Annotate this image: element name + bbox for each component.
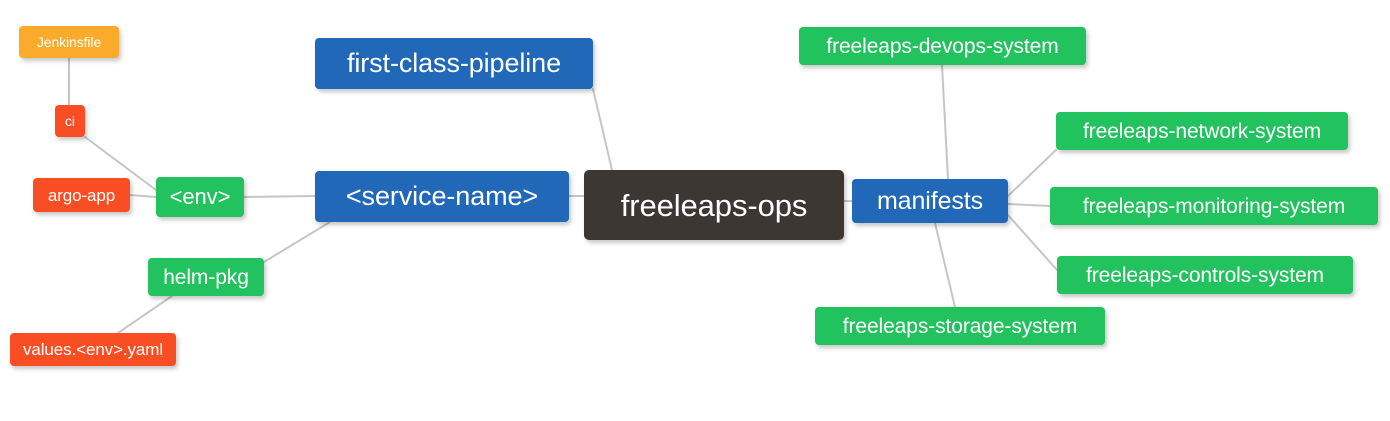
edge-manifests-to-freeleaps-controls-system <box>1007 214 1058 271</box>
node-freeleaps-network-system[interactable]: freeleaps-network-system <box>1056 112 1348 150</box>
edge-helm-pkg-to-values-yaml <box>117 295 173 334</box>
edge-env-to-argo-app <box>129 194 157 198</box>
node-manifests[interactable]: manifests <box>852 179 1008 223</box>
node-argo-app[interactable]: argo-app <box>33 178 130 212</box>
node-root[interactable]: freeleaps-ops <box>584 170 844 240</box>
edge-service-name-to-env <box>243 195 316 198</box>
node-jenkinsfile[interactable]: Jenkinsfile <box>19 26 119 58</box>
edge-manifests-to-freeleaps-network-system <box>1007 149 1057 197</box>
node-freeleaps-storage-system[interactable]: freeleaps-storage-system <box>815 307 1105 345</box>
node-env[interactable]: <env> <box>156 177 244 217</box>
node-freeleaps-controls-system[interactable]: freeleaps-controls-system <box>1057 256 1353 294</box>
edge-manifests-to-freeleaps-storage-system <box>934 222 956 308</box>
node-ci[interactable]: ci <box>55 105 85 137</box>
node-helm-pkg[interactable]: helm-pkg <box>148 258 264 296</box>
edge-root-to-first-class-pipeline <box>592 88 613 171</box>
node-freeleaps-monitoring-system[interactable]: freeleaps-monitoring-system <box>1050 187 1378 225</box>
edge-manifests-to-freeleaps-devops-system <box>941 64 949 180</box>
node-values-yaml[interactable]: values.<env>.yaml <box>10 333 176 366</box>
edge-manifests-to-freeleaps-monitoring-system <box>1007 203 1051 207</box>
node-first-class-pipeline[interactable]: first-class-pipeline <box>315 38 593 89</box>
node-service-name[interactable]: <service-name> <box>315 171 569 222</box>
edge-service-name-to-helm-pkg <box>263 221 331 263</box>
node-freeleaps-devops-system[interactable]: freeleaps-devops-system <box>799 27 1086 65</box>
